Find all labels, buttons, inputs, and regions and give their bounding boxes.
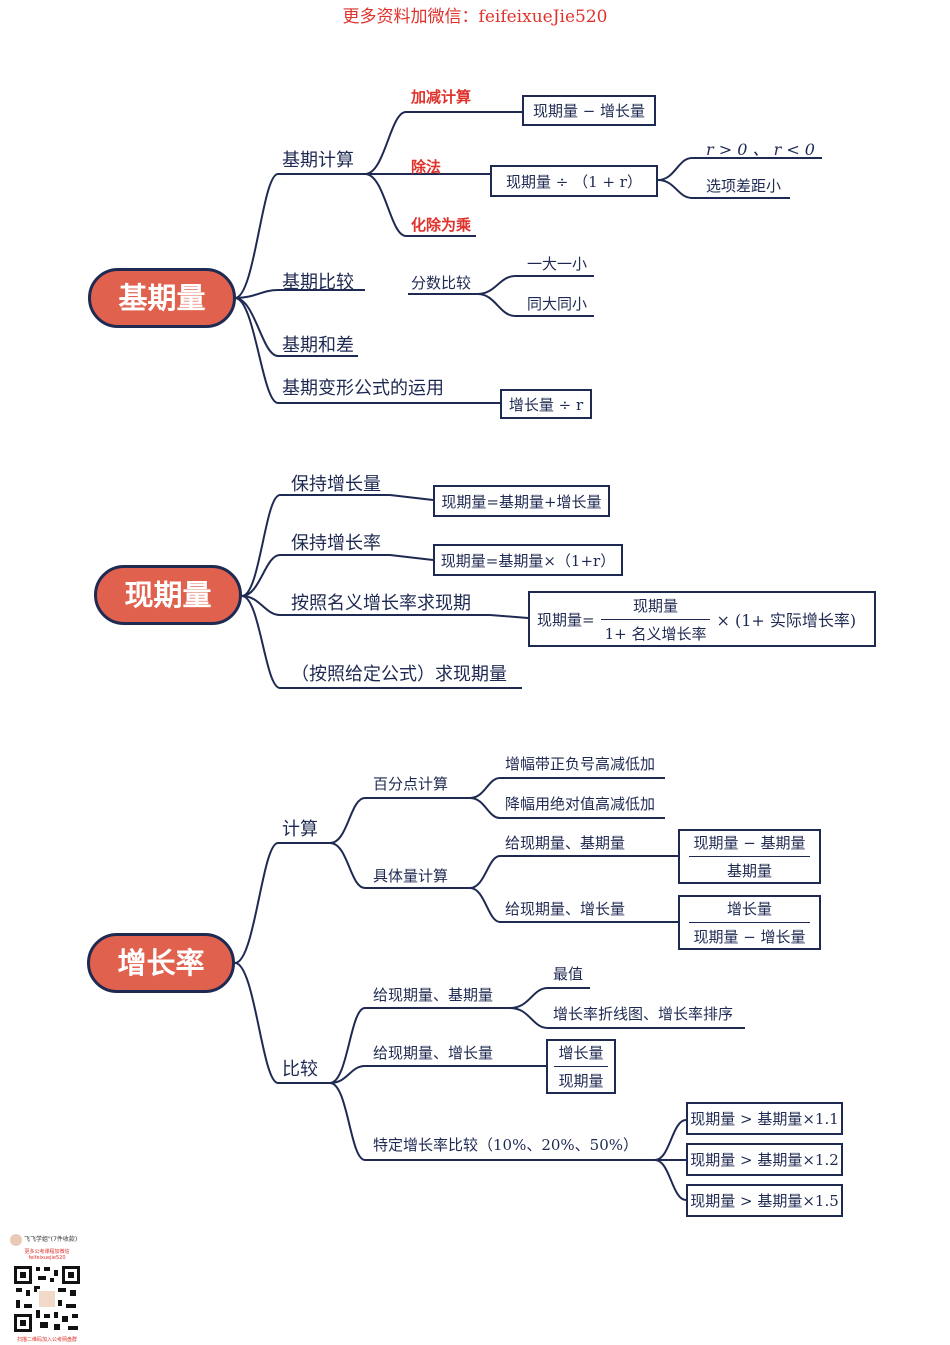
rate-fraction-2-den: 现期量 − 增长量	[689, 922, 810, 947]
branch-keep-rate: 保持增长率	[291, 533, 381, 554]
leaf-rule-decrease: 降幅用绝对值高减低加	[505, 795, 656, 813]
rate-fraction-2-num: 增长量	[726, 900, 772, 918]
leaf-specific-rate-compare: 特定增长率比较（10%、20%、50%）	[373, 1136, 639, 1154]
branch-rate-calc: 计算	[282, 819, 318, 840]
avatar	[10, 1234, 22, 1246]
rate-fraction-1: 现期量 − 基期量 基期量	[689, 832, 810, 881]
leaf-specific-calc: 具体量计算	[373, 867, 449, 885]
box-keep-rate-formula: 现期量=基期量×（1+r）	[433, 544, 623, 576]
box-rate-frac-cur-inc: 增长量 现期量 − 增长量	[678, 895, 821, 950]
qr-code-icon	[12, 1264, 82, 1334]
root-current-period: 现期量	[94, 565, 242, 625]
branch-base-formula: 基期变形公式的运用	[282, 378, 444, 399]
root-growth-rate: 增长率	[87, 933, 235, 993]
box-add-sub-formula: 现期量 − 增长量	[522, 95, 656, 126]
leaf-choose-small-gap: 选项差距小	[706, 177, 782, 195]
box-compare-1-2: 现期量 > 基期量×1.2	[686, 1143, 843, 1176]
leaf-max-value: 最值	[553, 965, 584, 983]
qr-line-2: feifeixuejie520	[28, 1255, 66, 1261]
qr-title: 飞飞学姐"(7件收款)	[24, 1236, 78, 1243]
box-keep-increment-formula: 现期量=基期量+增长量	[433, 485, 610, 517]
qr-line-1: 更多公考课程加微信	[24, 1249, 70, 1255]
box-compare-1-5: 现期量 > 基期量×1.5	[686, 1184, 843, 1217]
branch-keep-increment: 保持增长量	[291, 474, 381, 495]
qr-card: 飞飞学姐"(7件收款) 更多公考课程加微信 feifeixuejie520 扫描…	[8, 1232, 86, 1344]
leaf-add-sub: 加减计算	[411, 88, 472, 106]
leaf-rule-increase: 增幅带正负号高减低加	[505, 755, 656, 773]
nominal-denominator: 1+ 名义增长率	[600, 618, 711, 644]
leaf-compare-cur-inc: 给现期量、增长量	[373, 1044, 494, 1062]
branch-base-sum-diff: 基期和差	[282, 335, 354, 356]
leaf-percent-point-calc: 百分点计算	[373, 775, 449, 793]
inc-over-cur-fraction: 增长量 现期量	[554, 1042, 608, 1091]
branch-base-compare: 基期比较	[282, 272, 354, 293]
leaf-divide: 除法	[411, 158, 442, 176]
leaf-fraction-compare: 分数比较	[411, 274, 472, 292]
inc-over-cur-den: 现期量	[554, 1066, 608, 1091]
box-rate-frac-cur-base: 现期量 − 基期量 基期量	[678, 829, 821, 884]
leaf-given-cur-inc: 给现期量、增长量	[505, 900, 626, 918]
leaf-line-chart-sort: 增长率折线图、增长率排序	[553, 1005, 734, 1023]
rate-fraction-1-den: 基期量	[689, 856, 810, 881]
leaf-r-condition: r > 0 、 r < 0	[706, 140, 815, 159]
leaf-same-big-same-small: 同大同小	[527, 295, 588, 313]
rate-fraction-1-num: 现期量 − 基期量	[693, 834, 806, 852]
watermark-text: 更多资料加微信：feifeixueJie520	[342, 7, 608, 27]
leaf-compare-cur-base: 给现期量、基期量	[373, 986, 494, 1004]
leaf-one-big-one-small: 一大一小	[527, 255, 588, 273]
branch-given-formula: （按照给定公式）求现期量	[291, 664, 507, 685]
rate-fraction-2: 增长量 现期量 − 增长量	[689, 898, 810, 947]
nominal-lhs: 现期量=	[537, 610, 595, 629]
branch-base-calc: 基期计算	[282, 150, 354, 171]
nominal-fraction: 现期量 1+ 名义增长率	[600, 595, 711, 644]
nominal-rhs: × (1+ 实际增长率)	[716, 611, 857, 630]
box-inc-div-r: 增长量 ÷ r	[500, 389, 592, 419]
box-nominal-formula: 现期量= 现期量 1+ 名义增长率 × (1+ 实际增长率)	[528, 591, 876, 647]
nominal-numerator: 现期量	[633, 596, 679, 615]
qr-footer: 扫描二维码加入公考网盘群	[16, 1337, 77, 1343]
branch-nominal-rate: 按照名义增长率求现期	[291, 593, 471, 614]
branch-rate-compare: 比较	[282, 1059, 318, 1080]
root-base-period: 基期量	[88, 268, 236, 328]
box-divide-formula: 现期量 ÷ （1 + r）	[490, 165, 658, 197]
inc-over-cur-num: 增长量	[558, 1044, 604, 1062]
leaf-div-to-mul: 化除为乘	[411, 216, 472, 234]
box-inc-over-cur: 增长量 现期量	[546, 1039, 616, 1094]
box-compare-1-1: 现期量 > 基期量×1.1	[686, 1102, 843, 1135]
leaf-given-cur-base: 给现期量、基期量	[505, 834, 626, 852]
